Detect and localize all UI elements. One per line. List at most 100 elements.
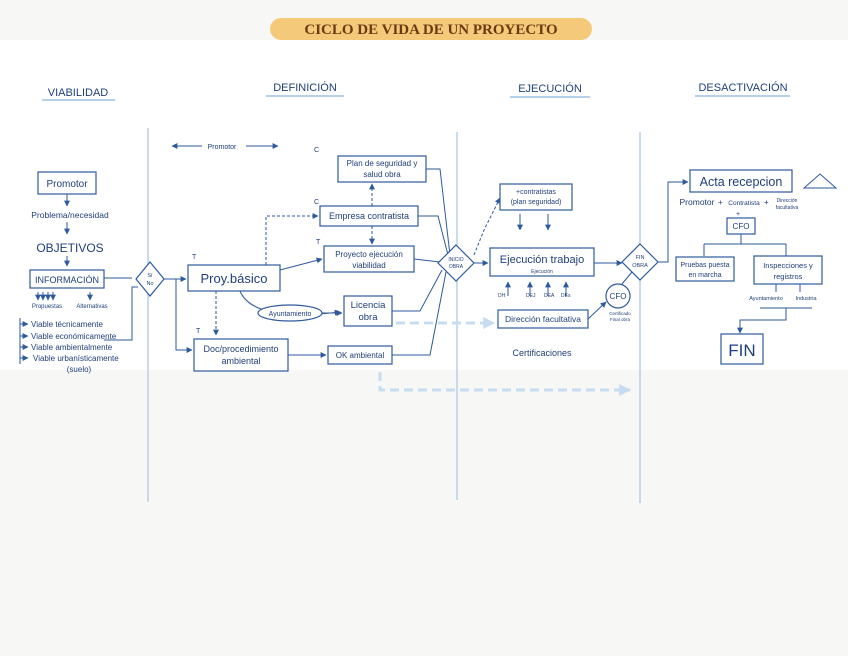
direccion-facultativa-label: Dirección facultativa bbox=[505, 314, 581, 324]
contratistas-box bbox=[499, 183, 573, 211]
propuestas-arrows bbox=[35, 292, 93, 301]
phase-definicion: DEFINICIÓN bbox=[273, 81, 337, 94]
doc-ambiental-line1: Doc/procedimiento bbox=[203, 344, 278, 354]
licencia-line1: Licencia bbox=[351, 300, 387, 311]
promotor-arrow-label: Promotor bbox=[208, 144, 237, 151]
triangle-icon bbox=[802, 173, 838, 189]
cfo-sub-line1: Certificado bbox=[609, 311, 631, 316]
proy-basico-box bbox=[187, 264, 281, 292]
desactivacion-promotor: Promotor bbox=[680, 197, 715, 207]
cfo-sub-line2: Final obra bbox=[610, 317, 631, 322]
empresa-contratista-label: Empresa contratista bbox=[329, 211, 409, 221]
inspecciones-line2: registros bbox=[774, 272, 803, 281]
proyecto-ejecucion-box bbox=[323, 245, 415, 273]
licencia-obra-box bbox=[343, 295, 393, 327]
proyecto-ejecucion-line1: Proyecto ejecución bbox=[335, 250, 403, 259]
connector bbox=[265, 213, 319, 265]
arrow bbox=[587, 301, 607, 320]
alternativas-label: Alternativas bbox=[76, 304, 107, 310]
small-label-dh: DH bbox=[498, 293, 506, 299]
marker-c: C bbox=[314, 147, 319, 154]
desactivacion-direccion-line1: Dirección bbox=[777, 198, 798, 204]
bullet-ambiental: Viable ambientalmente bbox=[31, 343, 113, 352]
desactivacion-industria: Industria bbox=[795, 296, 817, 302]
phase-desactivacion: DESACTIVACIÓN bbox=[698, 81, 787, 94]
desactivacion-ayuntamiento: Ayuntamiento bbox=[749, 296, 783, 302]
connector bbox=[104, 286, 138, 341]
informacion-box bbox=[29, 269, 105, 289]
fin-label: FIN bbox=[728, 341, 755, 360]
doc-ambiental-line2: ambiental bbox=[221, 356, 260, 366]
connector bbox=[658, 179, 689, 263]
acta-recepcion-box bbox=[689, 169, 793, 193]
fin-obra-diamond bbox=[621, 243, 659, 281]
plus-sign: + bbox=[736, 211, 740, 218]
bullet-economica: Viable económicamente bbox=[31, 332, 117, 341]
ejecucion-up-arrows bbox=[505, 281, 569, 296]
objetivos-label: OBJETIVOS bbox=[36, 241, 103, 255]
arrow bbox=[279, 257, 323, 271]
decision-no: No bbox=[146, 281, 153, 287]
plus-sign: + bbox=[764, 198, 769, 207]
phase-ejecucion: EJECUCIÓN bbox=[518, 82, 582, 95]
desactivacion-cfo: CFO bbox=[733, 222, 750, 231]
ejecucion-trabajo-label: Ejecución trabajo bbox=[500, 254, 584, 266]
licencia-line2: obra bbox=[358, 312, 378, 323]
problema-label: Problema/necesidad bbox=[31, 210, 109, 220]
pruebas-line1: Pruebas puesta bbox=[680, 262, 729, 269]
marker-t: T bbox=[316, 239, 321, 246]
contratistas-line1: +contratistas bbox=[516, 189, 556, 196]
desactivacion-direccion-line2: facultativa bbox=[776, 205, 799, 211]
plan-seguridad-box bbox=[337, 155, 427, 183]
bullet-suelo: (suelo) bbox=[67, 365, 92, 374]
pruebas-line2: en marcha bbox=[688, 272, 721, 279]
title-banner bbox=[270, 18, 592, 40]
ejecucion-sub-label: Ejecución bbox=[531, 269, 553, 275]
doc-ambiental-box bbox=[193, 338, 289, 372]
inspecciones-box bbox=[753, 255, 823, 285]
ejecucion-trabajo-box bbox=[489, 247, 595, 277]
ok-ambiental-label: OK ambiental bbox=[336, 351, 385, 360]
plan-seguridad-line2: salud obra bbox=[363, 170, 401, 179]
small-label-dea: DEA bbox=[544, 293, 555, 299]
converging-lines bbox=[392, 168, 451, 356]
light-dashed-arrow bbox=[378, 372, 632, 396]
bullet-urbanistica: Viable urbanísticamente bbox=[33, 354, 119, 363]
marker-c: C bbox=[314, 199, 319, 206]
informacion-label: INFORMACIÓN bbox=[35, 275, 99, 285]
connector bbox=[175, 279, 193, 353]
inicio-obra-line2: OBRA bbox=[449, 264, 464, 270]
diagram-panel bbox=[0, 40, 848, 370]
contratistas-line2: (plan seguridad) bbox=[511, 199, 562, 206]
bullet-tecnica: Viable técnicamente bbox=[31, 320, 103, 329]
fin-box bbox=[720, 333, 764, 365]
cfo-label: CFO bbox=[610, 292, 627, 301]
proyecto-ejecucion-line2: viabilidad bbox=[352, 261, 385, 270]
cfo-branches bbox=[703, 234, 787, 256]
inspecciones-line1: Inspecciones y bbox=[763, 261, 813, 270]
propuestas-label: Propuestas bbox=[32, 304, 62, 310]
connector bbox=[737, 308, 787, 334]
viability-bullets bbox=[20, 321, 29, 361]
promotor-arrow-bg bbox=[202, 140, 246, 152]
small-label-des: DEs bbox=[561, 293, 571, 299]
fin-obra-line1: FIN bbox=[636, 255, 645, 261]
inicio-obra-diamond bbox=[437, 244, 475, 282]
small-label-dej: DEJ bbox=[526, 293, 536, 299]
connector bbox=[621, 271, 633, 285]
cfo-circle bbox=[605, 283, 631, 309]
inicio-obra-line1: INICIO bbox=[448, 257, 463, 263]
plus-sign: + bbox=[718, 198, 723, 207]
desactivacion-contratista: Contratista bbox=[728, 200, 760, 207]
proy-basico-label: Proy.básico bbox=[201, 271, 268, 286]
plan-seguridad-line1: Plan de seguridad y bbox=[347, 159, 418, 168]
viabilidad-promotor-label: Promotor bbox=[46, 179, 88, 190]
ayuntamiento-label: Ayuntamiento bbox=[269, 311, 312, 318]
marker-t: T bbox=[192, 254, 197, 261]
page-title: CICLO DE VIDA DE UN PROYECTO bbox=[304, 22, 557, 38]
pruebas-box bbox=[675, 256, 735, 282]
decision-si: Sí bbox=[147, 273, 153, 279]
connector bbox=[473, 197, 501, 256]
fin-obra-line2: OBRA bbox=[632, 263, 648, 269]
